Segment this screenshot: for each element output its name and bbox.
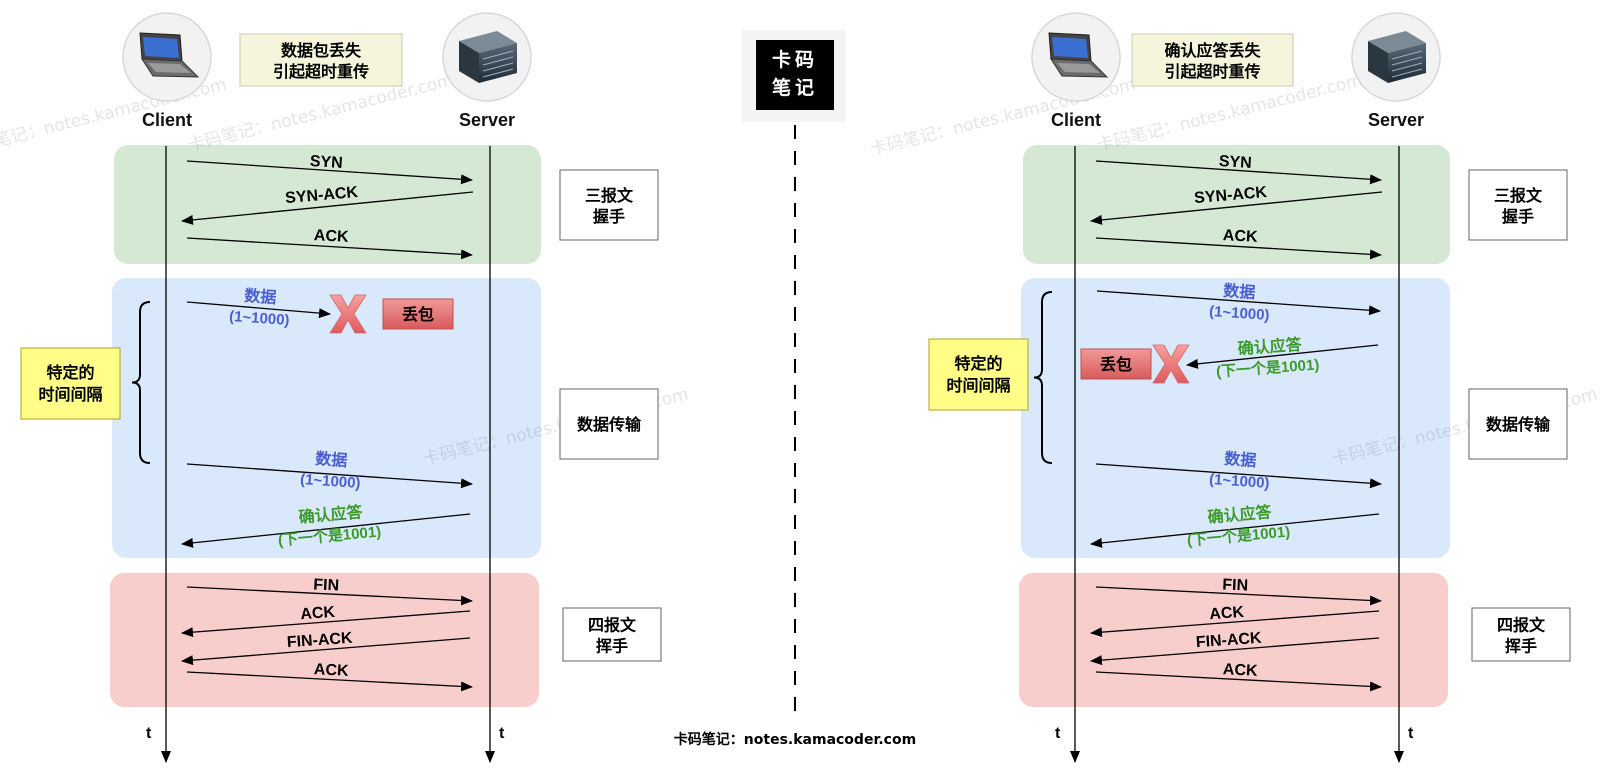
- loss-x-icon: [1152, 344, 1190, 384]
- handshake-region: [114, 145, 541, 264]
- syn-ack-label: SYN-ACK: [285, 184, 360, 207]
- logo: 卡码笔记: [742, 30, 846, 122]
- syn-label: SYN: [309, 153, 343, 172]
- fin-ack-arrow: [181, 637, 471, 666]
- scenario-caption: 确认应答丢失引起超时重传: [1131, 33, 1294, 87]
- retransmit-data-arrow: [1095, 463, 1382, 489]
- ack-label: ACK: [313, 227, 349, 246]
- client-time-label: t: [1055, 725, 1061, 742]
- scenario-caption: 数据包丢失引起超时重传: [239, 33, 403, 87]
- retransmit-data-name: 数据: [1224, 449, 1257, 470]
- retransmit-data-range: (1~1000): [1209, 471, 1271, 492]
- transfer-region: [112, 278, 541, 558]
- packet-loss-badge: 丢包: [1080, 348, 1152, 380]
- interval-note: 特定的时间间隔: [20, 347, 121, 420]
- phase-teardown-label: 四报文挥手: [1497, 616, 1546, 656]
- syn-arrow: [1095, 160, 1382, 185]
- client-time-label: t: [146, 725, 152, 742]
- phase-teardown-label: 四报文挥手: [588, 616, 637, 656]
- loss-x-icon: [329, 294, 367, 334]
- laptop-icon: [1031, 12, 1121, 102]
- ack-arrow: [1095, 237, 1382, 260]
- syn-ack-arrow: [181, 191, 474, 225]
- client-label: Client: [142, 110, 192, 130]
- syn-ack-arrow: [1090, 191, 1383, 225]
- lost-ack-arrow: [1186, 344, 1379, 369]
- interval-note: 特定的时间间隔: [928, 338, 1029, 411]
- fin-ack-client-label: ACK: [300, 604, 336, 623]
- phase-handshake-label: 三报文握手: [585, 186, 634, 226]
- syn-ack-label: SYN-ACK: [1194, 184, 1269, 207]
- interval-bracket: [131, 301, 151, 464]
- syn-label: SYN: [1218, 153, 1252, 172]
- retransmit-data-name: 数据: [315, 449, 348, 470]
- server-time-label: t: [499, 725, 505, 742]
- fin-ack-label: FIN-ACK: [1195, 630, 1262, 652]
- phase-handshake-label: 三报文握手: [1494, 186, 1543, 226]
- fin-ack-client-arrow: [181, 610, 471, 638]
- scenario-caption-text: 确认应答丢失引起超时重传: [1164, 41, 1261, 81]
- server-label: Server: [1368, 110, 1424, 130]
- ack-reply-arrow: [1090, 513, 1380, 548]
- panel-ack-loss: 卡码笔记：notes.kamacoder.com卡码笔记：notes.kamac…: [868, 12, 1599, 763]
- final-ack-label: ACK: [313, 661, 349, 680]
- fin-arrow: [1095, 586, 1382, 606]
- fin-ack-client-arrow: [1090, 610, 1380, 638]
- retransmit-data-range: (1~1000): [300, 471, 362, 492]
- packet-loss-label: 丢包: [402, 305, 434, 324]
- phase-teardown: 四报文挥手: [562, 607, 662, 662]
- phase-handshake: 三报文握手: [1468, 169, 1568, 241]
- lost-data-arrow: [186, 301, 331, 319]
- final-ack-arrow: [186, 671, 473, 692]
- fin-arrow: [186, 586, 473, 606]
- scenario-caption-text: 数据包丢失引起超时重传: [273, 41, 369, 81]
- packet-loss-label: 丢包: [1100, 355, 1132, 374]
- server-icon: [442, 12, 532, 102]
- phase-transfer-label: 数据传输: [577, 415, 642, 434]
- phase-transfer: 数据传输: [559, 388, 659, 460]
- data-range: (1~1000): [1209, 303, 1271, 324]
- phase-transfer: 数据传输: [1468, 388, 1568, 460]
- lost-data-range: (1~1000): [229, 308, 291, 329]
- fin-ack-label: FIN-ACK: [286, 630, 353, 652]
- data-name: 数据: [1223, 281, 1256, 302]
- retransmit-data-arrow: [186, 463, 473, 489]
- final-ack-label: ACK: [1222, 661, 1258, 680]
- syn-arrow: [186, 160, 473, 185]
- ack-label: ACK: [1222, 227, 1258, 246]
- ack-reply-arrow: [181, 513, 471, 548]
- lost-data-name: 数据: [244, 286, 277, 307]
- fin-ack-arrow: [1090, 637, 1380, 666]
- fin-ack-client-label: ACK: [1209, 604, 1245, 623]
- final-ack-arrow: [1095, 671, 1382, 692]
- transfer-region: [1021, 278, 1450, 558]
- data-arrow: [1096, 290, 1381, 316]
- interval-note-text: 特定的时间间隔: [38, 363, 102, 404]
- server-label: Server: [459, 110, 515, 130]
- server-time-label: t: [1408, 725, 1414, 742]
- phase-handshake: 三报文握手: [559, 169, 659, 241]
- interval-note-text: 特定的时间间隔: [946, 354, 1010, 395]
- ack-arrow: [186, 237, 473, 260]
- phase-transfer-label: 数据传输: [1486, 415, 1551, 434]
- laptop-icon: [122, 12, 212, 102]
- handshake-region: [1023, 145, 1450, 264]
- phase-teardown: 四报文挥手: [1471, 607, 1571, 662]
- packet-loss-badge: 丢包: [382, 298, 454, 330]
- lost-ack-name: 确认应答: [1237, 335, 1303, 358]
- fin-label: FIN: [1222, 576, 1248, 594]
- panel-packet-loss: 卡码笔记：notes.kamacoder.com卡码笔记：notes.kamac…: [0, 12, 690, 763]
- interval-bracket: [1033, 291, 1053, 464]
- logo-text: 卡码笔记: [772, 48, 818, 99]
- fin-label: FIN: [313, 576, 339, 594]
- client-label: Client: [1051, 110, 1101, 130]
- server-icon: [1351, 12, 1441, 102]
- footer-credit: 卡码笔记：notes.kamacoder.com: [674, 731, 916, 748]
